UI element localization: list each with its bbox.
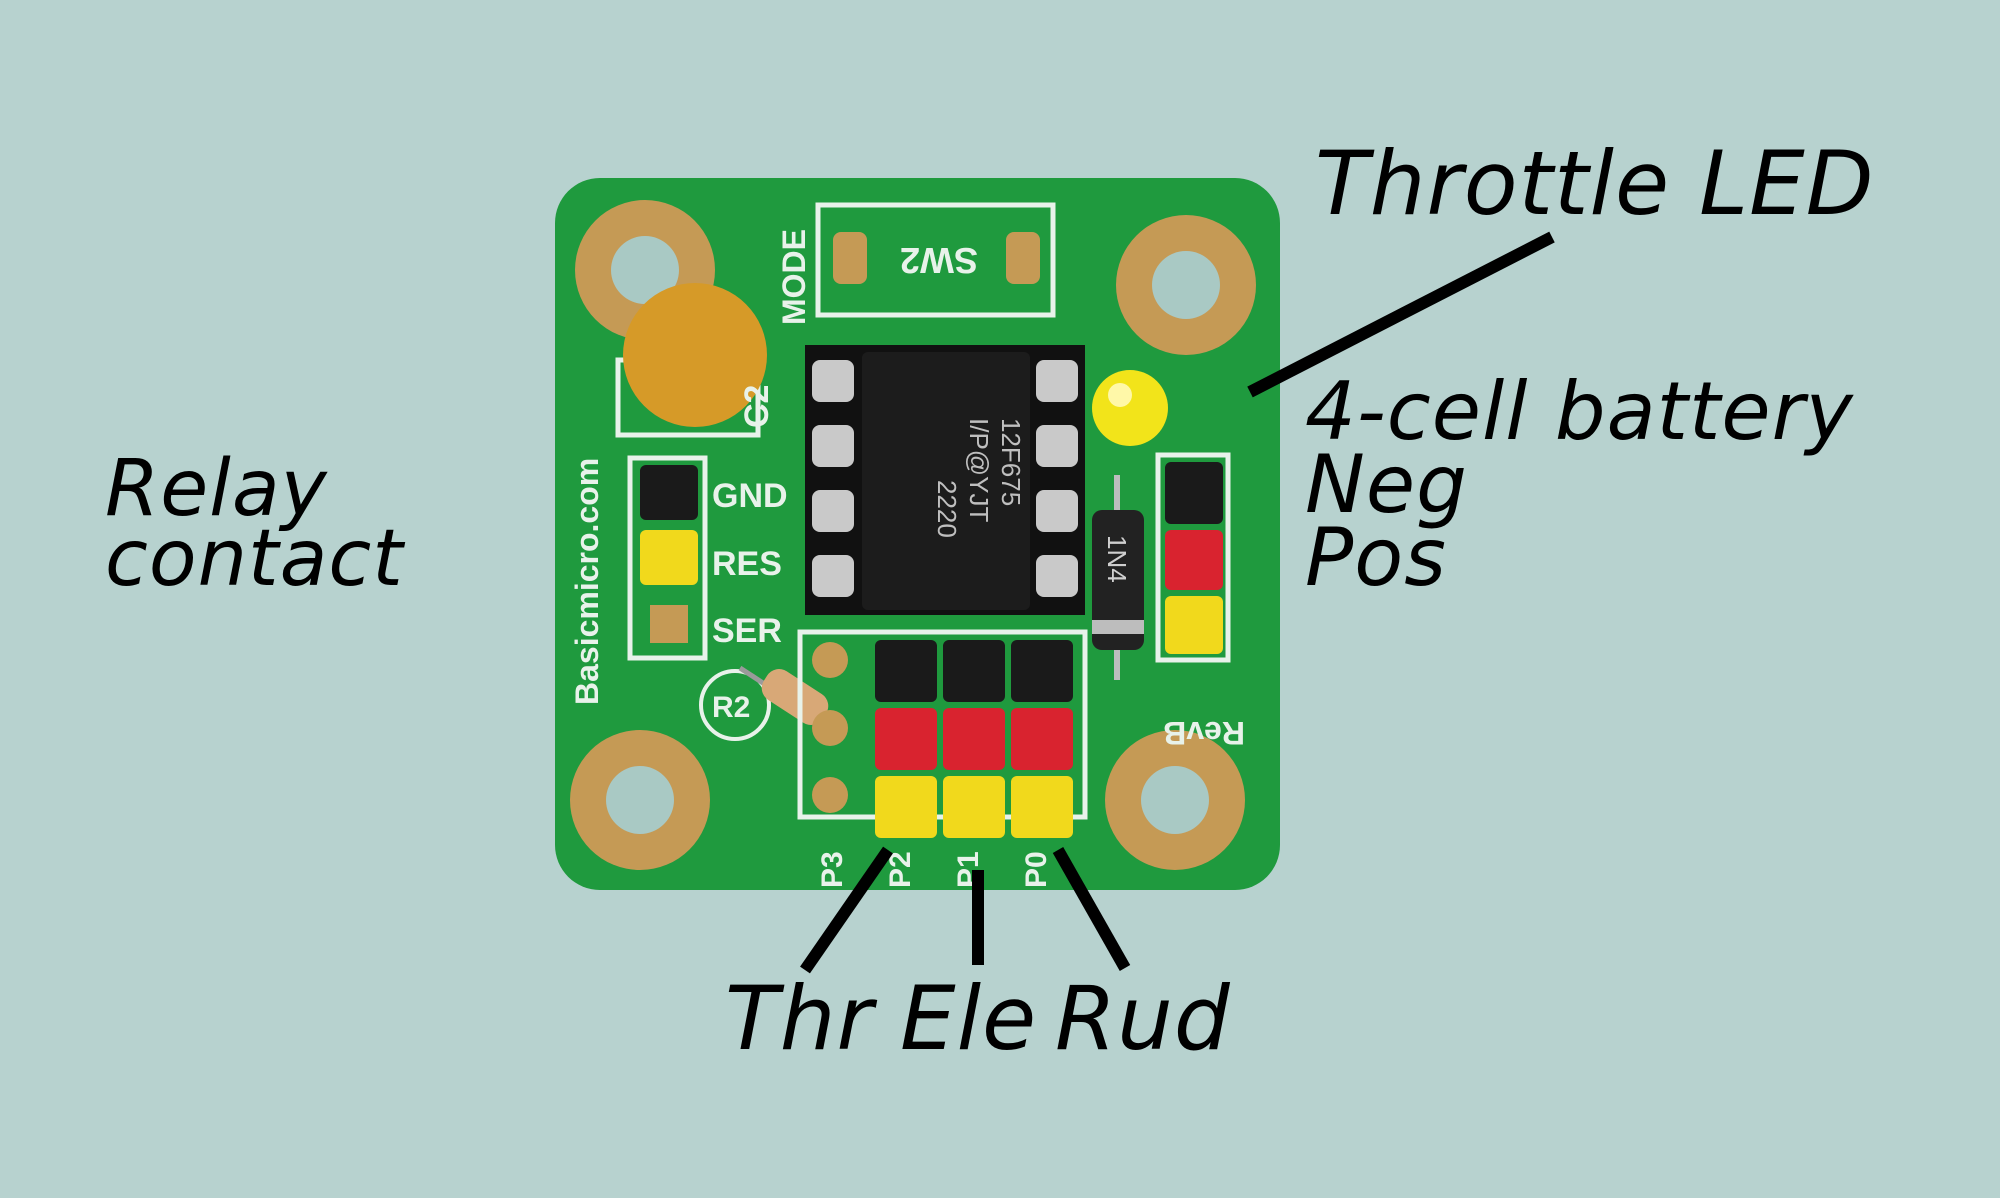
ele-annotation: Ele [900,967,1038,1070]
p3-label: P3 [816,851,849,888]
rud-annotation: Rud [1055,967,1231,1070]
mounting-hole-top-right [1116,215,1256,355]
res-label: RES [712,545,782,583]
sw2-pad-right [1006,232,1040,284]
capacitor-c2 [623,283,767,427]
throttle-led-annotation: Throttle LED [1315,132,1875,235]
thr-annotation: Thr [725,967,874,1070]
diode-label: 1N4 [1102,535,1132,583]
mode-label: MODE [776,229,812,325]
r2-silk [699,669,771,741]
relay-annotation: Relay [105,444,328,534]
pos-header-pin [1165,530,1223,590]
neg-annotation: Neg [1305,438,1468,531]
chip-line3: 2220 [932,480,962,538]
sig-header-pin [1165,596,1223,654]
neg-header-pin [1165,462,1223,524]
sw2-outline [815,202,1056,318]
ser-label: SER [712,612,782,650]
res-header-pin [640,530,698,585]
servo-header-red-row [875,708,1073,770]
brand-label: Basicmicro.com [569,458,605,705]
p0-label: P0 [1020,851,1053,888]
chip-line2: I/P@YJT [964,418,994,523]
pointer-thr [800,846,893,974]
ser-pad [650,605,688,643]
ic-pins-left [812,360,854,597]
servo-header-outline [797,629,1088,820]
sw2-label: SW2 [900,240,978,281]
battery-annotation: 4-cell battery [1305,365,1854,458]
throttle-led [1092,370,1168,446]
sw2-pad-left [833,232,867,284]
pointer-rud [1052,847,1131,971]
battery-header-outline [1155,452,1231,663]
pointer-throttle-led [1247,231,1555,398]
servo-pads [812,642,848,813]
revb-label: RevB [1163,715,1245,751]
servo-header-yellow-row [875,776,1073,838]
servo-header-black-row [875,640,1073,702]
gnd-header-pin [640,465,698,520]
left-header-outline [627,455,708,661]
led-highlight [1108,383,1132,407]
diode: 1N4 [1092,475,1144,680]
c2-label: C2 [738,385,776,428]
gnd-label: GND [712,477,788,515]
contact-annotation: contact [105,514,404,604]
pos-annotation: Pos [1305,511,1447,604]
ic-pins-right [1036,360,1078,597]
chip-line1: 12F675 [996,418,1026,506]
mounting-hole-bottom-right [1105,730,1245,870]
microcontroller-chip [862,352,1030,610]
mounting-hole-bottom-left [570,730,710,870]
r2-label: R2 [712,691,750,724]
